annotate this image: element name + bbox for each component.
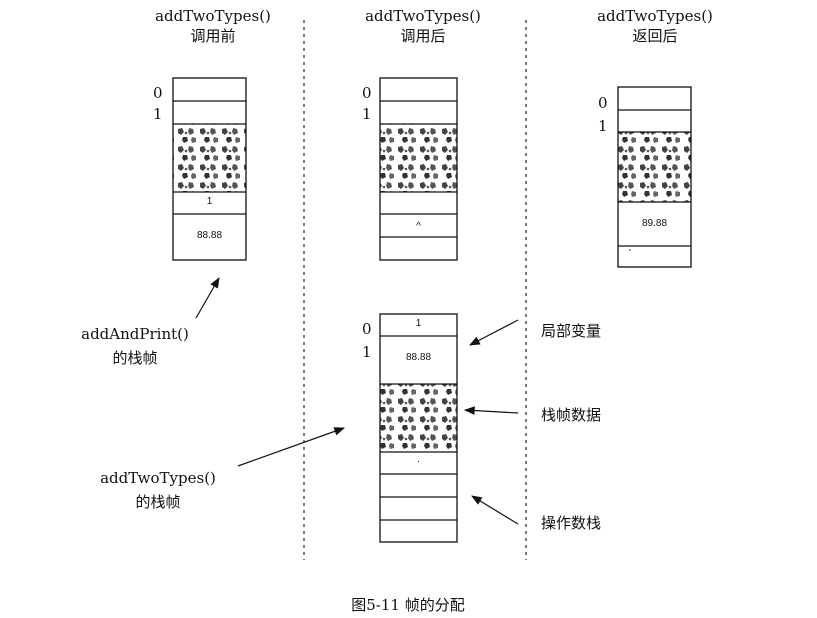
- add-and-print-note-line1: addAndPrint(): [81, 325, 189, 343]
- arrow-frame-data: [463, 406, 519, 415]
- frame-data-label: 栈帧数据: [541, 406, 602, 424]
- stack-before-index-1: 1: [153, 105, 163, 123]
- figure-caption: 图5-11 帧的分配: [351, 596, 465, 614]
- operand-stack-label: 操作数栈: [541, 514, 602, 532]
- stack-before-title: addTwoTypes() 调用前: [128, 6, 298, 46]
- stack-before-state: 调用前: [190, 27, 236, 45]
- stack-after-call-state: 调用后: [400, 27, 446, 45]
- frame-detail-double-value: 88.88: [405, 352, 432, 363]
- stack-after-return-mark: ': [629, 248, 631, 259]
- arrow-add-two-types: [237, 427, 346, 467]
- stack-after-return-state: 返回后: [632, 27, 678, 45]
- stack-after-call-title: addTwoTypes() 调用后: [338, 6, 508, 46]
- stack-before-method: addTwoTypes(): [155, 7, 271, 25]
- stack-after-return-index-1: 1: [598, 117, 608, 135]
- stack-before-hatch: [173, 124, 246, 192]
- stack-after-call-index-1: 1: [362, 105, 372, 123]
- arrow-add-and-print: [195, 277, 220, 319]
- frame-detail-index-1: 1: [362, 343, 372, 361]
- arrow-local-vars: [469, 319, 519, 346]
- add-two-types-frame-note: addTwoTypes() 的栈帧: [88, 466, 228, 514]
- stack-before: [172, 77, 247, 261]
- stack-before-int-value: 1: [206, 196, 213, 207]
- stack-after-return-method: addTwoTypes(): [597, 7, 713, 25]
- frame-detail-int-value: 1: [415, 318, 422, 329]
- stack-after-return-title: addTwoTypes() 返回后: [570, 6, 740, 46]
- stack-after-call-index-0: 0: [362, 84, 372, 102]
- add-and-print-note-line2: 的栈帧: [112, 349, 158, 367]
- add-two-types-note-line2: 的栈帧: [135, 493, 181, 511]
- add-two-types-note-line1: addTwoTypes(): [100, 469, 216, 487]
- stack-after-return: [617, 86, 692, 268]
- stack-after-call: [379, 77, 458, 261]
- stack-after-call-method: addTwoTypes(): [365, 7, 481, 25]
- add-and-print-frame-note: addAndPrint() 的栈帧: [70, 322, 200, 370]
- stack-before-index-0: 0: [153, 84, 163, 102]
- stack-after-return-double-value: 89.88: [641, 218, 668, 229]
- local-variables-label: 局部变量: [541, 322, 602, 340]
- stack-after-call-caret: ^: [416, 221, 421, 232]
- stack-after-return-hatch: [618, 132, 691, 202]
- frame-detail-hatch: [380, 384, 457, 452]
- frame-detail-stack: [379, 313, 458, 543]
- frame-detail-dot: ·: [416, 456, 421, 467]
- stack-after-call-hatch: [380, 124, 457, 192]
- stack-after-return-index-0: 0: [598, 94, 608, 112]
- arrow-operand-stack: [471, 495, 519, 525]
- frame-detail-index-0: 0: [362, 320, 372, 338]
- stack-before-double-value: 88.88: [196, 230, 223, 241]
